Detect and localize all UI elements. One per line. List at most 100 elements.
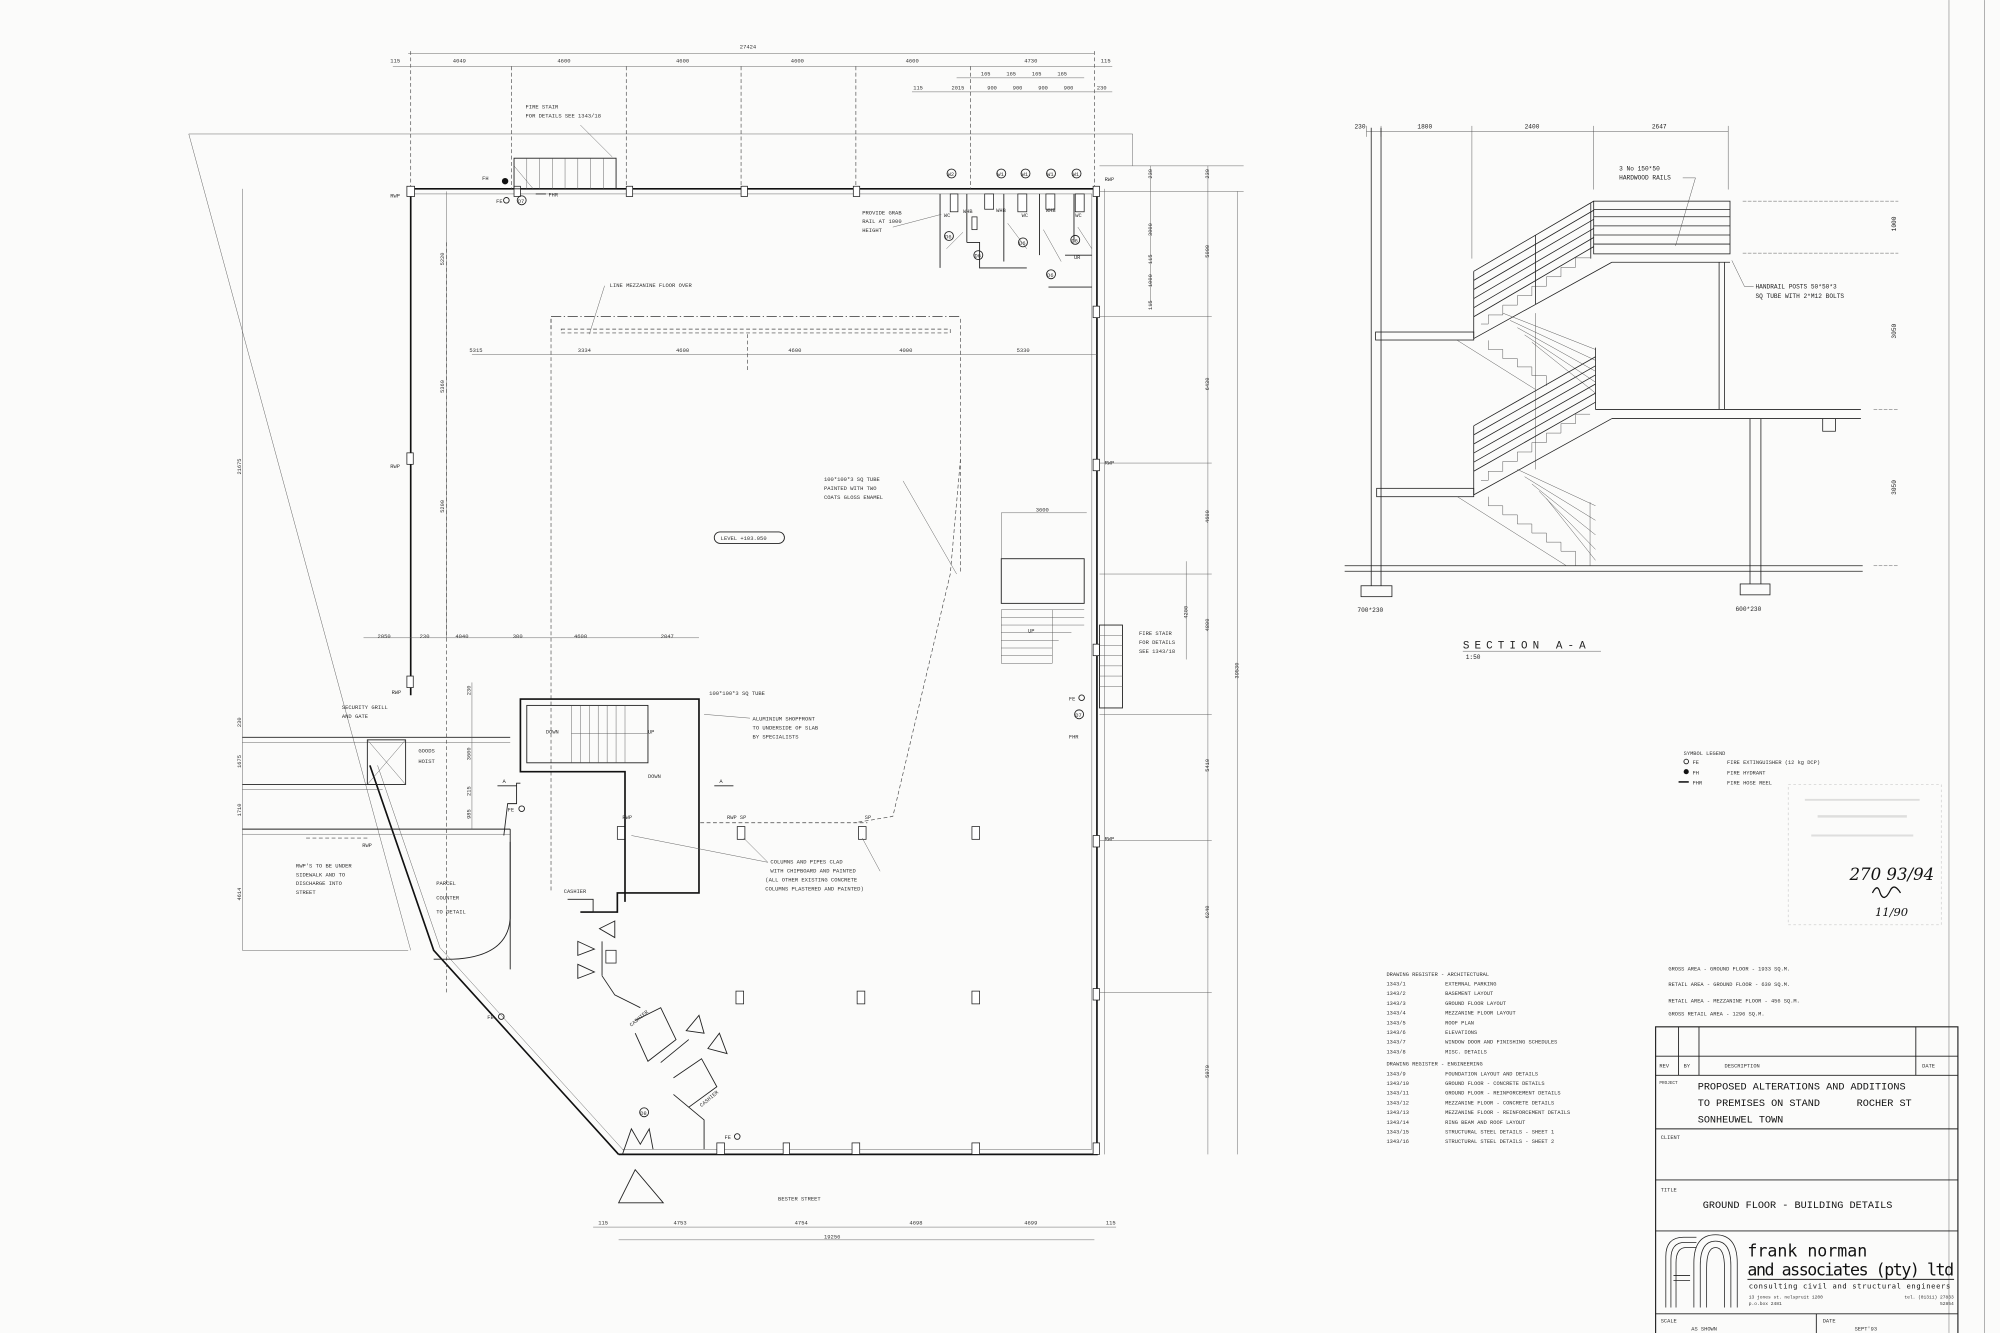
wc-label: WC [1022, 213, 1028, 219]
door-tag: D8 [640, 1111, 646, 1117]
legend-label: FIRE HYDRANT [1727, 770, 1765, 776]
note-handrail-posts: SQ TUBE WITH 2*M12 BOLTS [1755, 293, 1844, 300]
dim-text: 1000 [1148, 274, 1154, 287]
register-title: GROUND FLOOR - REINFORCEMENT DETAILS [1445, 1091, 1560, 1097]
dim-text: 6240 [1205, 906, 1211, 919]
dim-text: 4730 [1024, 58, 1037, 65]
register-number: 1343/5 [1386, 1020, 1405, 1026]
note-security-grill: SECURITY GRILL [342, 704, 388, 711]
register-number: 1343/7 [1386, 1040, 1405, 1046]
firm-fax: 52854 [1940, 1301, 1954, 1307]
fhr-label: FHR [548, 192, 558, 198]
rwp-label: RWP [390, 194, 400, 200]
dim-text: 4754 [795, 1220, 808, 1227]
fire-extinguisher-icon [518, 805, 525, 812]
register-title: MEZZANINE FLOOR - CONCRETE DETAILS [1445, 1100, 1554, 1106]
register-title: EXTERNAL PARKING [1445, 982, 1496, 988]
note-fire-stair: FIRE STAIR [526, 103, 560, 110]
dim-text: 115 [1106, 1220, 1116, 1227]
firm-address: p.o.box 2481 [1749, 1301, 1782, 1307]
register-number: 1343/10 [1386, 1081, 1408, 1087]
dim-text: 2400 [1525, 123, 1540, 130]
note-fire-stair: FIRE STAIR [1139, 630, 1173, 637]
dim-text: 5410 [1205, 759, 1211, 772]
dim-text: 4600 [676, 347, 689, 354]
dim-text: 3600 [1036, 507, 1049, 514]
window-tag: W1 [1047, 172, 1053, 178]
whb-label: WHB [963, 209, 973, 215]
firm-address: 13 jones st. nelspruit 1200 [1749, 1295, 1823, 1301]
area-line: RETAIL AREA - GROUND FLOOR - 630 SQ.M. [1668, 982, 1790, 988]
dim-text: 900 [987, 85, 997, 91]
register-number: 1343/4 [1386, 1011, 1405, 1017]
section-a-a: 230 1800 2400 2647 1 [1344, 123, 1899, 661]
register-title: GROUND FLOOR - CONCRETE DETAILS [1445, 1081, 1544, 1087]
date-header: DATE [1922, 1064, 1935, 1070]
register-title: ROOF PLAN [1445, 1020, 1474, 1026]
dim-overall-width: 27424 [740, 44, 756, 51]
title-block: REV BY DESCRIPTION DATE PROJECT PROPOSED… [1655, 1026, 1959, 1333]
dim-text: 165 [1006, 71, 1016, 77]
dim-text: 4614 [237, 888, 243, 901]
street-name: BESTER STREET [778, 1195, 821, 1202]
note-grab-rail: HEIGHT [862, 227, 882, 234]
note-sq-tube: COATS GLOSS ENAMEL [824, 494, 883, 501]
window-tag: W1 [1022, 172, 1028, 178]
dim-text: 4698 [909, 1220, 922, 1227]
fe-label: FE [724, 1135, 730, 1141]
hardwood-rails [1593, 200, 1731, 255]
dim-text: 115 [1101, 58, 1111, 65]
firm-tagline: consulting civil and structural engineer… [1749, 1281, 1951, 1290]
fh-label: FH [482, 176, 488, 182]
note-rwp: DISCHARGE INTO [296, 880, 342, 887]
symbol-legend: SYMBOL LEGEND FE FIRE EXTINGUISHER (12 k… [1678, 751, 1820, 786]
register-number: 1343/12 [1386, 1100, 1408, 1106]
dim-text: 900 [1064, 85, 1074, 91]
parcel-counter [433, 841, 511, 960]
dimension-lines [242, 53, 1244, 1241]
window-tag: W1 [997, 172, 1003, 178]
legend-code: FE [1693, 760, 1699, 766]
footing-size: 700*230 [1357, 607, 1383, 614]
goods-hoist-label: HOIST [418, 758, 435, 765]
register-title: MISC. DETAILS [1445, 1049, 1487, 1055]
register-number: 1343/13 [1386, 1110, 1408, 1116]
note-shopfront: ALUMINIUM SHOPFRONT [753, 716, 816, 723]
dim-text: 3000 [1148, 223, 1154, 236]
fire-extinguisher-icon [503, 197, 510, 204]
rwp-label: RWP [1105, 460, 1115, 466]
note-sq-tube: PAINTED WITH TWO [824, 485, 877, 492]
stair-flight [1457, 469, 1596, 566]
firm-name: and associates (pty) ltd [1747, 1261, 1954, 1280]
project-label: PROJECT [1659, 1081, 1678, 1086]
area-schedule: GROSS AREA - GROUND FLOOR - 1933 SQ.M. R… [1668, 967, 1799, 1018]
dim-text: 1000 [1891, 216, 1898, 231]
dim-text: 5970 [1205, 1065, 1211, 1078]
note-handrail-posts: HANDRAIL POSTS 50*50*3 [1755, 283, 1837, 290]
dim-text: 3050 [1891, 480, 1898, 495]
drawing-title: GROUND FLOOR - BUILDING DETAILS [1703, 1201, 1893, 1212]
fire-extinguisher-icon [733, 1133, 741, 1140]
dim-text: 230 [1205, 169, 1211, 179]
dim-text: 115 [390, 58, 400, 65]
whb-label: WHB [1046, 208, 1056, 214]
register-title: RING BEAM AND ROOF LAYOUT [1445, 1120, 1525, 1126]
scale-value: AS SHOWN [1691, 1326, 1717, 1332]
firm-logo [1665, 1234, 1738, 1308]
site-boundary [188, 133, 1133, 166]
dim-text: 5360 [440, 380, 446, 393]
level-text: LEVEL +103.050 [721, 535, 767, 542]
dim-text: 2047 [661, 633, 674, 640]
area-line: RETAIL AREA - MEZZANINE FLOOR - 456 SQ.M… [1668, 999, 1799, 1005]
dim-text: 165 [981, 71, 991, 77]
site-boundary [188, 133, 411, 951]
register-title: GROUND FLOOR LAYOUT [1445, 1001, 1506, 1007]
fe-label: FE [487, 1015, 493, 1021]
stair-down-label: DOWN [546, 729, 559, 735]
display-stands [577, 920, 728, 1204]
register-number: 1343/11 [1386, 1091, 1408, 1097]
footing-left [1360, 585, 1393, 598]
window-tag: W1 [1073, 172, 1079, 178]
ground-floor-plan: 27424 115 4049 4600 4600 4600 4600 4730 … [188, 44, 1244, 1241]
